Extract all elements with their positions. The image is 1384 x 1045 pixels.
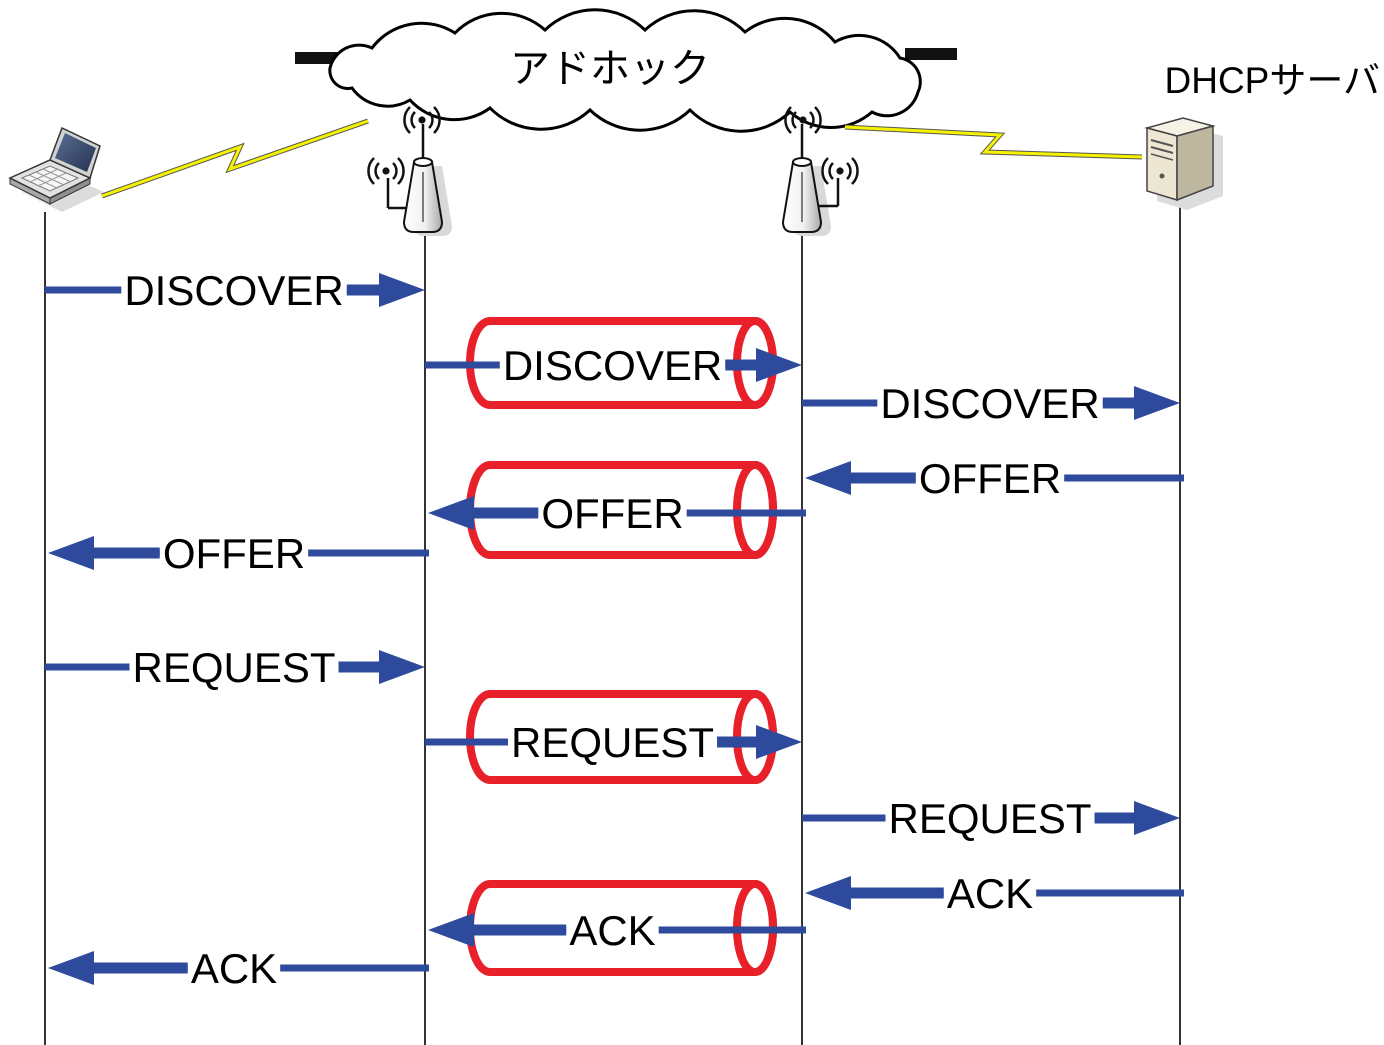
message-label-bg bbox=[566, 909, 659, 951]
message-2: DISCOVER bbox=[425, 317, 802, 409]
message-12: ACK bbox=[48, 945, 429, 992]
message-3: DISCOVER bbox=[802, 380, 1180, 427]
message-label: ACK bbox=[947, 870, 1033, 917]
message-label: ACK bbox=[569, 907, 655, 954]
message-11: ACK bbox=[428, 880, 806, 976]
arrowhead bbox=[428, 913, 474, 947]
message-label-bg bbox=[499, 344, 726, 386]
access-point-icon bbox=[781, 105, 859, 236]
message-7: REQUEST bbox=[45, 644, 425, 691]
arrowhead bbox=[1134, 801, 1180, 835]
message-label-bg bbox=[159, 532, 309, 574]
arrowhead bbox=[379, 650, 425, 684]
message-label: DISCOVER bbox=[880, 380, 1099, 427]
message-10: ACK bbox=[805, 870, 1184, 917]
cloud-icon bbox=[328, 8, 922, 133]
cloud-label: アドホック bbox=[510, 46, 710, 92]
message-9: REQUEST bbox=[802, 795, 1180, 842]
messages: DISCOVER DISCOVER DISCOVER OFFER OFFER OFFER R… bbox=[45, 267, 1184, 992]
arrowhead bbox=[1134, 386, 1180, 420]
message-label: DISCOVER bbox=[124, 267, 343, 314]
arrowhead bbox=[428, 496, 474, 530]
lightning-icon bbox=[844, 124, 1143, 160]
message-4: OFFER bbox=[805, 455, 1184, 502]
cloud-link-left bbox=[295, 52, 340, 64]
message-6: OFFER bbox=[48, 530, 429, 577]
message-label: ACK bbox=[191, 945, 277, 992]
server-icon bbox=[1144, 117, 1223, 210]
message-label-bg bbox=[507, 721, 718, 763]
wifi-signal-icon bbox=[367, 156, 405, 186]
message-label: REQUEST bbox=[888, 795, 1091, 842]
message-5: OFFER bbox=[428, 461, 806, 559]
arrowhead bbox=[805, 461, 851, 495]
message-label-bg bbox=[877, 382, 1103, 424]
arrowhead bbox=[756, 725, 802, 759]
message-1: DISCOVER bbox=[45, 267, 425, 314]
message-label-bg bbox=[538, 492, 687, 534]
message-label-bg bbox=[121, 269, 347, 311]
message-label: REQUEST bbox=[132, 644, 335, 691]
server-label: DHCPサーバ bbox=[1165, 60, 1380, 101]
message-label-bg bbox=[187, 947, 281, 989]
access-point-icon bbox=[367, 105, 452, 236]
message-label-bg bbox=[943, 872, 1037, 914]
adhoc-cloud: アドホック bbox=[295, 8, 957, 133]
message-8: REQUEST bbox=[425, 690, 802, 784]
arrowhead bbox=[379, 273, 425, 307]
arrowhead bbox=[805, 876, 851, 910]
message-label: DISCOVER bbox=[503, 342, 722, 389]
arrowhead bbox=[48, 951, 94, 985]
message-label: OFFER bbox=[919, 455, 1061, 502]
lightning-icon bbox=[101, 118, 369, 199]
arrowhead bbox=[756, 348, 802, 382]
message-label-bg bbox=[885, 797, 1095, 839]
cloud-link-right bbox=[905, 48, 957, 60]
laptop-icon bbox=[8, 126, 104, 212]
arrowhead bbox=[48, 536, 94, 570]
message-label-bg bbox=[915, 457, 1065, 499]
message-label-bg bbox=[129, 646, 339, 688]
message-label: OFFER bbox=[163, 530, 305, 577]
message-label: REQUEST bbox=[511, 719, 714, 766]
wifi-signal-icon bbox=[821, 156, 859, 186]
message-label: OFFER bbox=[541, 490, 683, 537]
